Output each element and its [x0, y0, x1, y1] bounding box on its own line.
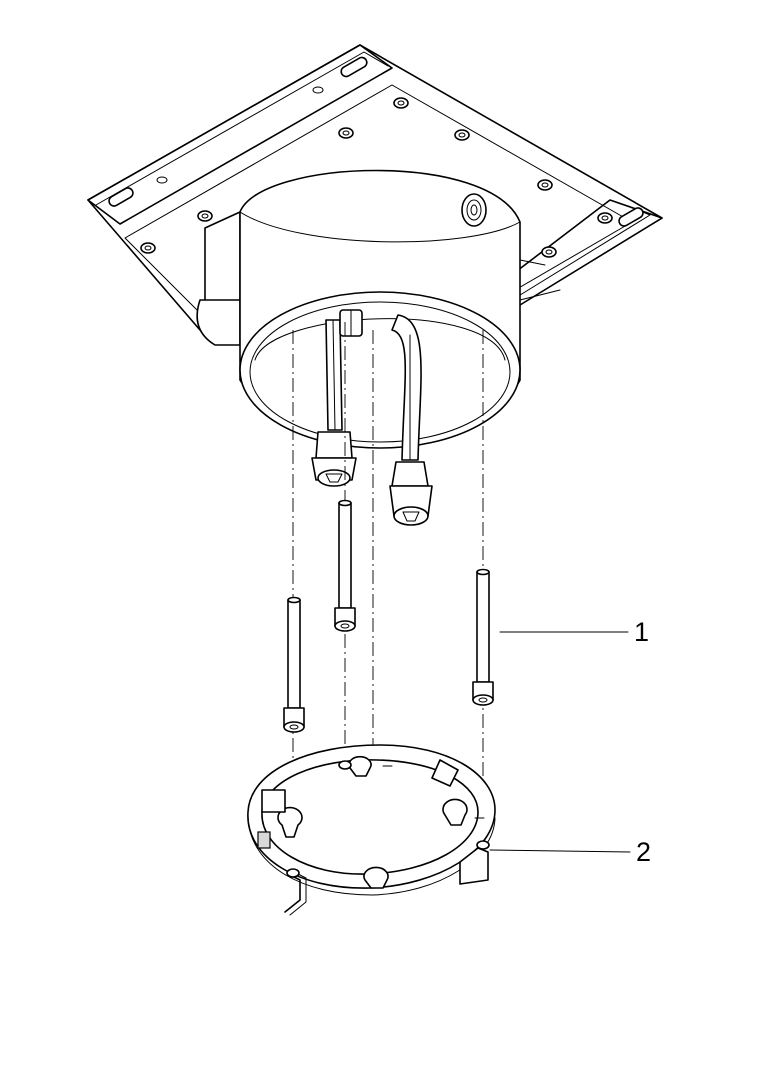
callout-label-2: 2 [636, 837, 652, 867]
threaded-rod-left [283, 596, 305, 733]
threaded-rod-center [334, 499, 356, 632]
hose-left [311, 319, 357, 487]
mounting-ring [247, 744, 496, 916]
threaded-rod-right [472, 568, 494, 706]
hose-right [389, 314, 433, 526]
callout-label-1: 1 [634, 617, 650, 647]
housing-can [196, 169, 561, 449]
inner-fitting [339, 309, 363, 337]
plate-screws [140, 97, 613, 258]
leader-line-2 [489, 849, 631, 853]
